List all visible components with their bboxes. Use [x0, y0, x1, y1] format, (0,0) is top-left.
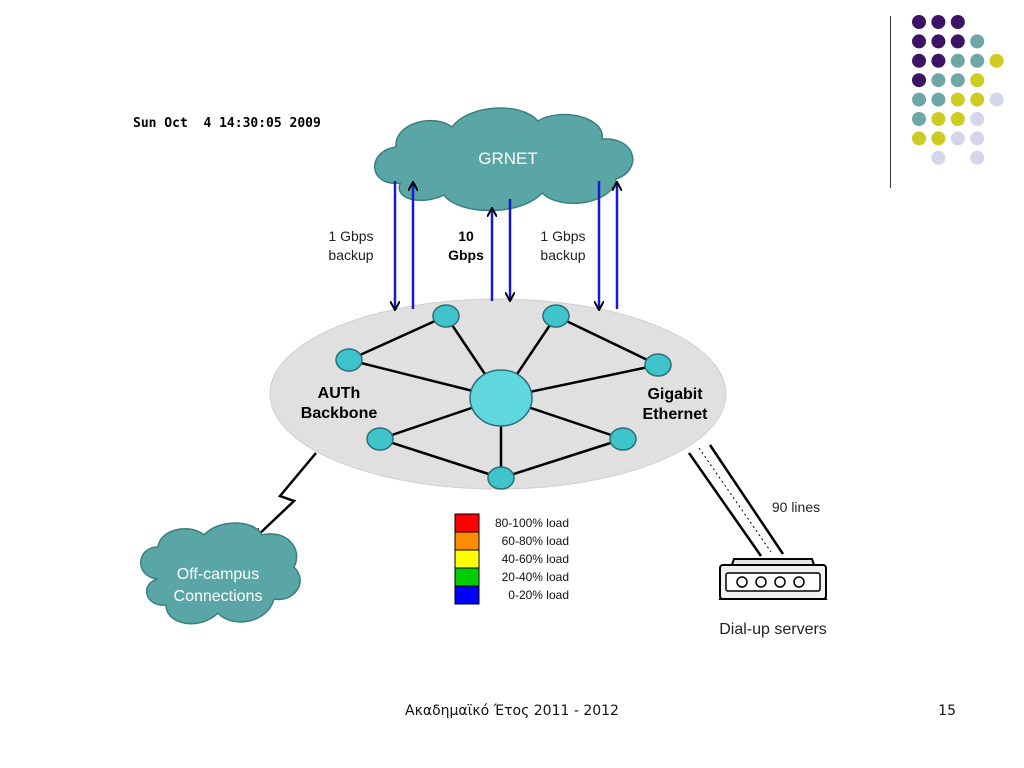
legend-label: 0-20% load	[508, 588, 569, 602]
offcampus-cloud: Off-campus Connections	[140, 522, 301, 625]
page-number: 15	[938, 703, 956, 719]
decorative-dot	[970, 73, 985, 88]
node-lower-left	[366, 427, 394, 451]
decorative-dot	[931, 73, 946, 88]
legend-label: 80-100% load	[495, 516, 569, 530]
decorative-dot	[912, 15, 926, 29]
legend-swatch	[454, 567, 480, 587]
timestamp: Sun Oct 4 14:30:05 2009	[133, 116, 321, 131]
decorative-dot	[970, 150, 985, 165]
grnet-label: GRNET	[478, 149, 538, 168]
dialup-label: Dial-up servers	[719, 621, 827, 638]
center-switch-node	[469, 369, 533, 427]
decorative-dot	[970, 112, 985, 126]
decorative-dot	[931, 92, 946, 107]
decorative-dot	[950, 53, 965, 68]
uplink-arrows	[395, 181, 617, 309]
link-left-label-line1: 1 Gbps	[328, 228, 373, 244]
slide-divider-line	[890, 16, 891, 188]
decorative-dot	[931, 53, 946, 68]
decorative-dot	[970, 131, 985, 146]
dialup-server-icon	[718, 558, 828, 600]
node-lower-right	[609, 427, 637, 451]
legend-swatch	[454, 513, 480, 533]
decorative-dot	[912, 34, 926, 49]
link-right-label-line1: 1 Gbps	[540, 228, 585, 244]
decorative-dot	[970, 34, 985, 49]
decorative-dot	[931, 34, 946, 49]
link-right-label-line2: backup	[540, 247, 585, 263]
lines-count-label: 90 lines	[772, 499, 820, 515]
legend-label: 60-80% load	[502, 534, 569, 548]
legend-swatch	[454, 585, 480, 605]
decorative-dot	[912, 131, 926, 146]
link-center-label-line2: Gbps	[448, 247, 484, 263]
legend-swatch	[454, 531, 480, 551]
node-bottom	[487, 466, 515, 490]
decorative-dot	[970, 53, 985, 68]
node-top-left	[432, 304, 460, 328]
decorative-dot	[931, 131, 946, 146]
offcampus-lightning-link	[256, 452, 317, 537]
footer-academic-year: Ακαδημαϊκό Έτος 2011 - 2012	[405, 703, 619, 719]
node-top-right	[542, 304, 570, 328]
ethernet-label-line1: Gigabit	[647, 386, 703, 403]
decorative-dot	[931, 150, 946, 165]
decorative-dot	[950, 131, 965, 146]
decorative-dot	[912, 112, 926, 126]
decorative-dot	[970, 92, 985, 107]
decorative-dot	[912, 73, 926, 88]
decorative-dot	[950, 73, 965, 88]
decorative-dot	[950, 92, 965, 107]
dialup-trunk-link	[687, 444, 785, 557]
decorative-dot	[912, 53, 926, 68]
legend-label: 20-40% load	[502, 570, 569, 584]
legend-label: 40-60% load	[502, 552, 569, 566]
load-legend: 80-100% load 60-80% load 40-60% load 20-40%…	[454, 513, 569, 605]
backbone-label-line2: Backbone	[301, 405, 378, 422]
decorative-dot	[931, 112, 946, 126]
decorative-dot	[950, 112, 965, 126]
decorative-dot	[950, 34, 965, 49]
backbone-label-line1: AUTh	[318, 385, 361, 402]
node-right	[644, 353, 672, 377]
decorative-dot	[989, 92, 1004, 107]
node-left	[335, 348, 363, 372]
offcampus-label-line1: Off-campus	[177, 566, 259, 583]
decorative-dot	[950, 15, 965, 29]
offcampus-label-line2: Connections	[174, 588, 263, 605]
ethernet-label-line2: Ethernet	[643, 406, 709, 423]
decorative-dot-grid	[912, 15, 1004, 165]
decorative-dot	[989, 53, 1004, 68]
network-nodes	[335, 304, 672, 490]
grnet-cloud: GRNET	[374, 107, 634, 212]
link-left-label-line2: backup	[328, 247, 373, 263]
decorative-dot	[931, 15, 946, 29]
decorative-dot	[912, 92, 926, 107]
network-diagram: Sun Oct 4 14:30:05 2009 GRNET 1 Gbps bac…	[128, 101, 843, 639]
legend-swatch	[454, 549, 480, 569]
link-center-label-line1: 10	[458, 228, 474, 244]
